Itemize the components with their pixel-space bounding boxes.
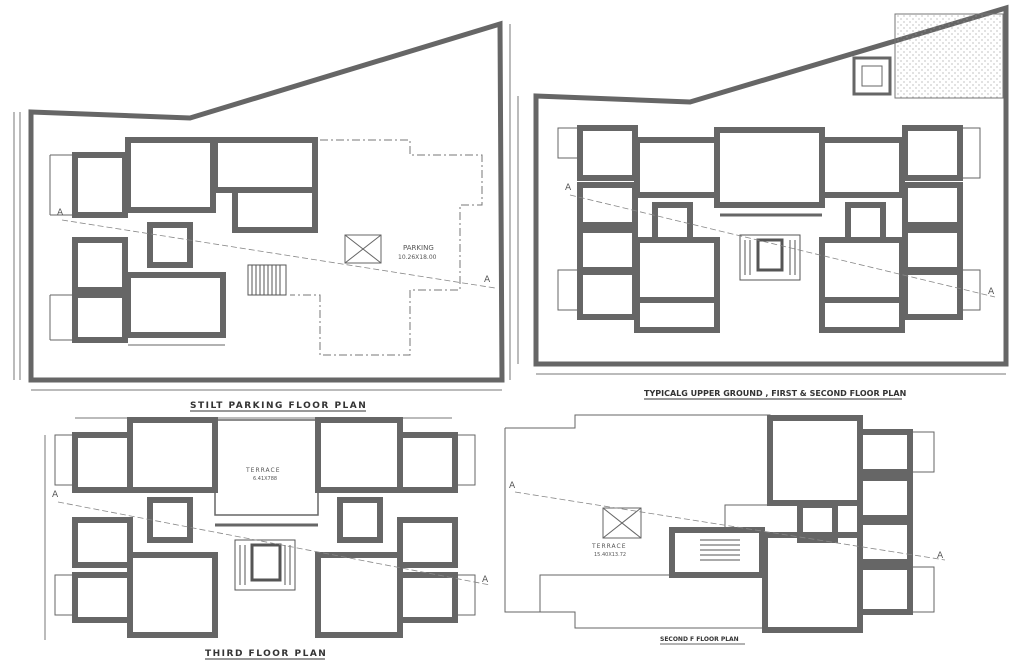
second-f-staircase [700, 539, 740, 561]
third-floor-plan: TERRACE 6.41X788 A A THIRD FLOOR PLAN [44, 417, 491, 660]
parking-outline [290, 139, 483, 356]
stilt-parking-plan: PARKING 10.26X18.00 A A STILT PARKING FL… [13, 20, 511, 412]
second-f-floor-plan: TERRACE 15.40X13.72 A A SECOND F FLOOR P… [504, 414, 946, 645]
third-terrace [214, 419, 319, 516]
hatched-area [894, 13, 1004, 99]
second-f-plan-title: SECOND F FLOOR PLAN [660, 636, 739, 643]
third-building [72, 417, 458, 638]
stilt-building [72, 137, 318, 343]
stilt-plan-title: STILT PARKING FLOOR PLAN [190, 401, 367, 411]
terrace-label: TERRACE [245, 467, 281, 474]
section-marker-a: A [52, 490, 59, 500]
section-marker-a: A [937, 551, 944, 561]
parking-label: PARKING [403, 244, 434, 252]
section-marker-a: A [484, 275, 491, 285]
section-marker-a: A [565, 183, 572, 193]
third-staircase [234, 539, 296, 591]
section-marker-a: A [988, 287, 995, 297]
second-f-building [669, 415, 913, 633]
typical-upper-plan: A A TYPICALG UPPER GROUND , FIRST & SECO… [517, 4, 1009, 400]
parking-symbol [344, 234, 382, 264]
terrace-outline [504, 414, 771, 613]
parking-size: 10.26X18.00 [398, 254, 437, 261]
stilt-staircase [247, 264, 287, 296]
terrace-label: TERRACE [591, 543, 627, 550]
terrace-size: 15.40X13.72 [594, 552, 626, 558]
site-boundary [28, 20, 505, 383]
site-boundary [533, 4, 1009, 367]
terrace-size: 6.41X788 [253, 476, 277, 482]
typical-building [577, 125, 963, 333]
section-marker-a: A [57, 208, 64, 218]
typical-plan-title: TYPICALG UPPER GROUND , FIRST & SECOND F… [644, 389, 906, 398]
typical-staircase [739, 234, 801, 281]
third-plan-title: THIRD FLOOR PLAN [205, 649, 327, 659]
section-marker-a: A [509, 481, 516, 491]
section-marker-a: A [482, 575, 489, 585]
